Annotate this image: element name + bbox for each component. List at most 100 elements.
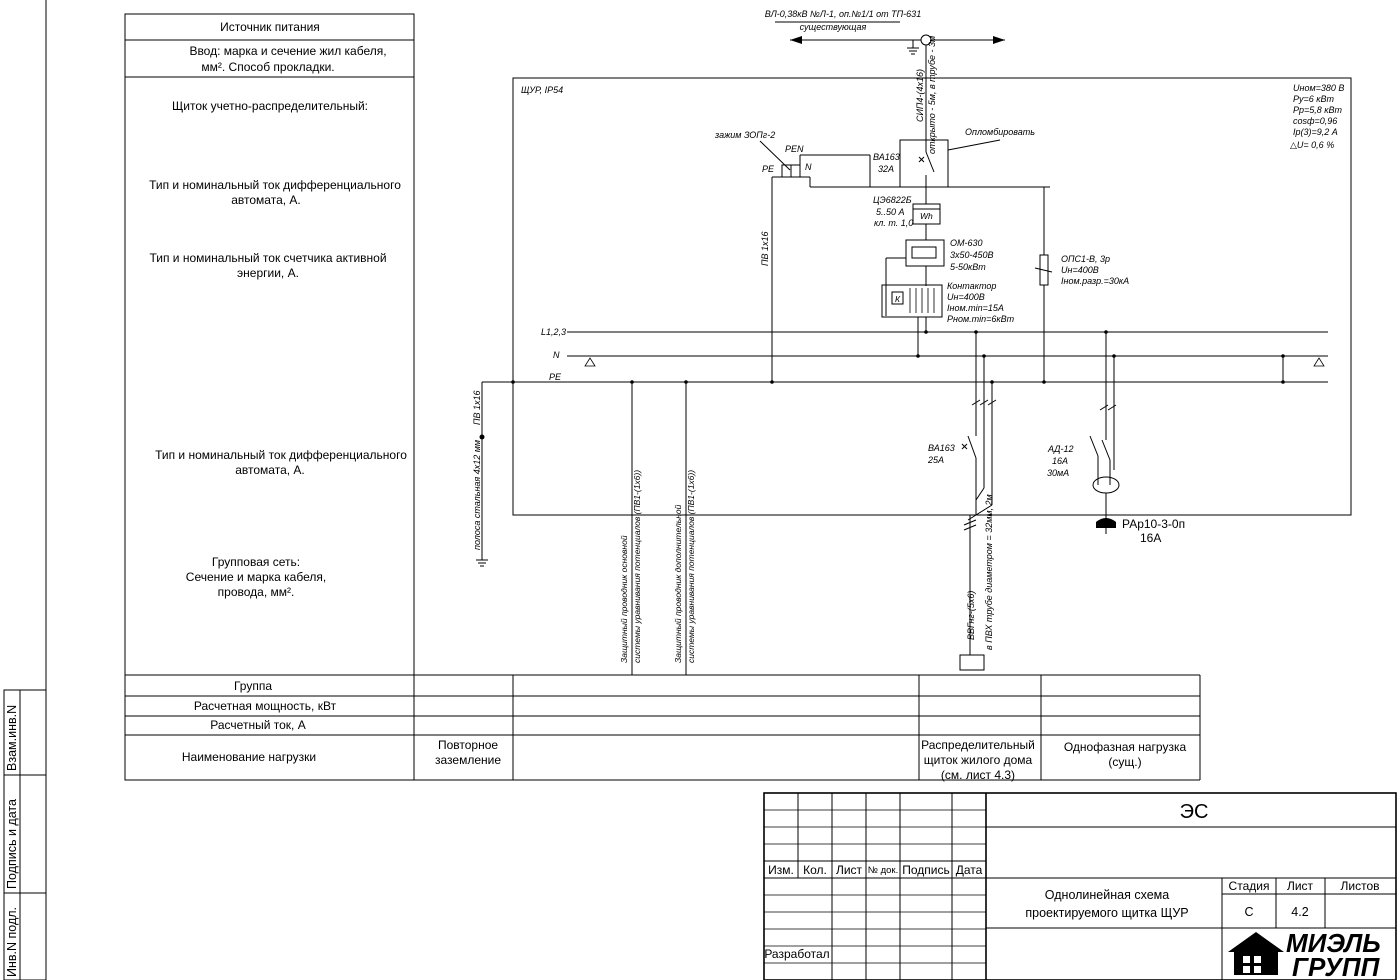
row-group-net-2: Сечение и марка кабеля,: [186, 570, 326, 584]
socket-type: РАр10-3-0п: [1122, 517, 1185, 531]
row-meter-2: энергии, А.: [237, 266, 299, 280]
row-rcbo2-2: автомата, А.: [235, 463, 305, 477]
house-panel-symbol: [959, 654, 985, 671]
schematic: ВЛ-0,38кВ №Л-1, оп.№1/1 от ТП-631 сущест…: [472, 9, 1352, 675]
source-line-label: ВЛ-0,38кВ №Л-1, оп.№1/1 от ТП-631: [765, 9, 921, 19]
load-panel-1: Распределительный: [921, 738, 1035, 752]
sheet-header: Лист: [1287, 879, 1314, 893]
col-date: Дата: [956, 863, 983, 877]
input-laying-label: открыто - 5м, в трубе - 3м: [927, 36, 937, 154]
param-3: cosф=0,96: [1293, 116, 1337, 126]
param-0: Uном=380 В: [1293, 83, 1344, 93]
col-kol: Кол.: [803, 863, 827, 877]
rcd-type: АД-12: [1047, 444, 1073, 454]
contactor-voltage: Uн=400В: [947, 292, 985, 302]
bond2-label-b: системы уравнивания потенциалов (ПВ1-(1х…: [686, 470, 696, 663]
main-breaker-contact: [925, 151, 935, 173]
row-load-name: Наименование нагрузки: [182, 750, 316, 764]
arrester-voltage: Uн=400В: [1061, 265, 1099, 275]
row-meter-1: Тип и номинальный ток счетчика активной: [149, 251, 386, 265]
relay-type: ОМ-630: [950, 238, 983, 248]
regrounding-cable-label: ПВ 1х16: [472, 390, 482, 425]
col-izm: Изм.: [768, 863, 794, 877]
load-single-phase-1: Однофазная нагрузка: [1064, 740, 1187, 754]
logo-text-2: ГРУПП: [1292, 952, 1381, 980]
pe-conductor-label: ПВ 1х16: [760, 231, 770, 266]
param-4: Iр(3)=9,2 А: [1293, 127, 1338, 137]
group-cable-label: ВВГнг-(5х6): [966, 591, 976, 640]
contactor-current: Iном.min=15А: [947, 303, 1004, 313]
contactor-box: [881, 284, 943, 318]
contactor-power: Рном.min=6кВт: [947, 314, 1015, 324]
col-list: Лист: [836, 863, 863, 877]
meter-type: ЦЭ6822Б: [873, 195, 912, 205]
param-5: △U= 0,6 %: [1290, 140, 1334, 150]
panel-label: ЩУР, IP54: [521, 85, 563, 95]
contactor-label: Контактор: [947, 281, 996, 291]
rcd-sensor: [1092, 476, 1120, 494]
company-logo: МИЭЛЬ ГРУПП: [1228, 928, 1381, 980]
row-panel: Щиток учетно-распределительный:: [172, 99, 368, 113]
ground-strip-label: полоса стальная 4х12 мм: [472, 440, 482, 550]
arrow-right: [993, 36, 1005, 44]
row-group-net-3: провода, мм².: [218, 585, 295, 599]
pe-label: PE: [762, 164, 775, 174]
rcd-current: 16А: [1052, 456, 1068, 466]
document-code: ЭС: [1180, 801, 1209, 823]
load-single-phase-2: (сущ.): [1108, 755, 1141, 769]
sheets-header: Листов: [1341, 879, 1380, 893]
load-panel-3: (см. лист 4.3): [941, 768, 1015, 782]
panel-enclosure: [512, 77, 1352, 516]
arrester-current: Iном.разр.=30кА: [1061, 276, 1129, 286]
left-table: Источник питания Ввод: марка и сечение ж…: [124, 13, 1201, 782]
param-2: Рр=5,8 кВт: [1293, 105, 1343, 115]
row-input-cable-1: Ввод: марка и сечение жил кабеля,: [189, 44, 386, 58]
input-cable-label: СИП4-(4х16): [915, 69, 925, 122]
main-breaker-type: ВА163: [873, 152, 900, 162]
stamp-signature-date: Подпись и дата: [5, 799, 19, 889]
socket-symbol: [1096, 518, 1116, 528]
stamp-inv-podl: Инв.N подл.: [5, 907, 19, 977]
bond1-label-a: Защитный проводник основной: [619, 535, 629, 663]
bond2-label-a: Защитный проводник дополнительной: [673, 504, 683, 663]
group-breaker-type: ВА163: [928, 443, 955, 453]
load-regrounding-2: заземление: [435, 753, 501, 767]
meter-class: кл. т. 1,0: [874, 218, 913, 228]
row-current: Расчетный ток, А: [210, 718, 305, 732]
stage-value: С: [1244, 905, 1253, 919]
row-rcbo-2: автомата, А.: [231, 193, 301, 207]
seal-label: Опломбировать: [965, 127, 1035, 137]
source-existing-label: существующая: [800, 22, 867, 32]
group-laying-label: в ПВХ трубе диаметром = 32мм, 2м: [984, 494, 994, 650]
drawing-title-2: проектируемого щитка ЩУР: [1025, 906, 1188, 920]
developed-label: Разработал: [764, 947, 829, 961]
relay-voltage: 3х50-450В: [950, 250, 994, 260]
main-breaker-seal-box: [899, 139, 949, 188]
logo-text-1: МИЭЛЬ: [1286, 928, 1381, 958]
sheet-value: 4.2: [1291, 905, 1308, 919]
arrester-type: ОПС1-В, 3р: [1061, 254, 1110, 264]
title-block: Изм. Кол. Лист № док. Подпись Дата Разра…: [763, 792, 1397, 980]
drawing-title-1: Однолинейная схема: [1045, 888, 1169, 902]
row-group-net-1: Групповая сеть:: [212, 555, 300, 569]
stamp-vzam-inv: Взам.инв.N: [5, 705, 19, 771]
seal-leader: [947, 139, 1001, 151]
group-breaker-rating: 25А: [927, 455, 944, 465]
stage-header: Стадия: [1229, 879, 1270, 893]
row-input-cable-2: мм². Способ прокладки.: [201, 60, 334, 74]
relay-power: 5-50кВт: [950, 262, 986, 272]
row-group: Группа: [234, 679, 272, 693]
row-rcbo-1: Тип и номинальный ток дифференциального: [149, 178, 401, 192]
col-signature: Подпись: [902, 863, 950, 877]
col-doc: № док.: [868, 865, 898, 876]
meter-symbol: Wh: [920, 211, 933, 221]
bond1-label-b: системы уравнивания потенциалов (ПВ1-(1х…: [632, 470, 642, 663]
bus-pe-label: PE: [549, 372, 562, 382]
bus-n-label: N: [553, 350, 560, 360]
contactor-k: К: [895, 294, 901, 304]
main-breaker-rating: 32А: [878, 164, 894, 174]
voltage-relay-box: [905, 239, 945, 267]
bus-l123-label: L1,2,3: [541, 327, 566, 337]
rcd-leakage: 30мА: [1047, 468, 1069, 478]
